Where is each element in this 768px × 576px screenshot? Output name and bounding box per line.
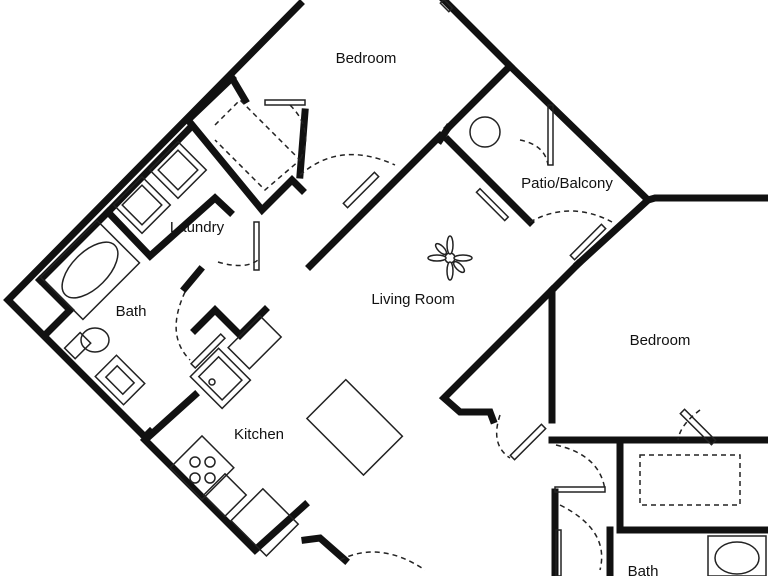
counter — [202, 472, 248, 518]
washer-icon — [112, 175, 172, 235]
walls — [3, 0, 768, 576]
label-bedroom-right: Bedroom — [630, 332, 691, 349]
label-kitchen: Kitchen — [234, 426, 284, 443]
water-heater — [469, 116, 501, 148]
label-laundry: Laundry — [170, 219, 225, 236]
ceiling-fan-icon — [427, 235, 473, 281]
counter — [227, 314, 283, 370]
fixtures — [39, 116, 767, 576]
label-bath-left: Bath — [116, 303, 147, 320]
kitchen-island — [305, 378, 404, 477]
dryer-icon — [148, 140, 208, 200]
label-living-room: Living Room — [371, 291, 454, 308]
bathtub-icon — [39, 219, 141, 321]
label-bath-right: Bath — [628, 563, 659, 576]
kitchen-sink — [189, 347, 252, 410]
label-patio: Patio/Balcony — [521, 175, 613, 192]
room-labels: Bedroom Patio/Balcony Laundry Living Roo… — [116, 50, 691, 576]
bathtub-right — [707, 535, 767, 576]
stove-icon — [169, 434, 235, 501]
label-bedroom-top: Bedroom — [336, 50, 397, 67]
closets — [214, 98, 741, 506]
refrigerator — [229, 487, 300, 558]
doors — [175, 0, 717, 576]
toilet-icon — [63, 327, 110, 360]
sink-icon — [94, 354, 146, 406]
